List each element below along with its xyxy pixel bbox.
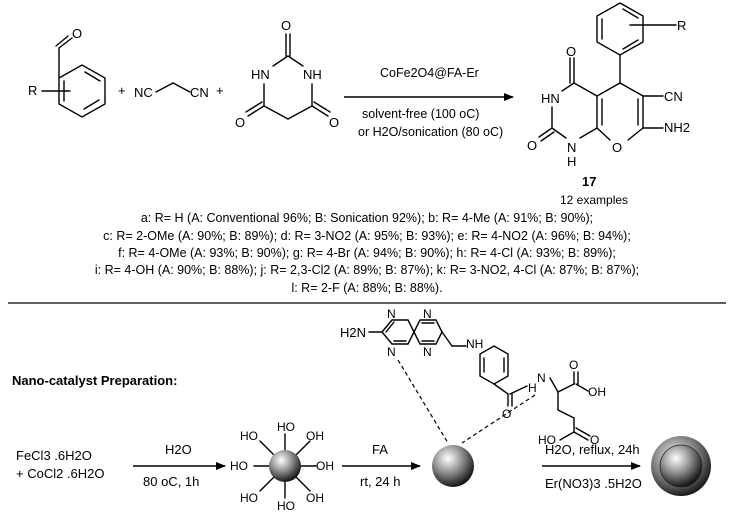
benzaldehyde-structure: O R (28, 26, 106, 118)
atom-H2N-folic: H2N (340, 325, 366, 340)
atom-O-C4: O (566, 44, 576, 59)
atom-CN-product: CN (664, 89, 683, 104)
oh-top: HO (277, 420, 295, 434)
product-number: 17 (582, 174, 596, 189)
barbituric-acid-structure: O HN NH O O (235, 18, 339, 130)
step3-above: H2O, reflux, 24h (545, 442, 640, 457)
atom-O-amide: O (502, 407, 511, 421)
preparation-title: Nano-catalyst Preparation: (12, 373, 177, 388)
oh-bottom: HO (277, 499, 295, 513)
atom-O-pyran: O (612, 140, 622, 155)
catalyst-label: CoFe2O4@FA-Er (380, 66, 479, 80)
atom-O-right: O (329, 115, 339, 130)
substituent-line-c-e: c: R= 2-OMe (A: 90%; B: 89%); d: R= 3-NO… (103, 229, 631, 243)
oh-upper-left: HO (240, 429, 258, 443)
substituent-list: a: R= H (A: Conventional 96%; B: Sonicat… (95, 211, 639, 295)
oh-left: HO (230, 459, 248, 473)
malononitrile-structure: NC CN (134, 82, 209, 100)
atom-O-left: O (235, 115, 245, 130)
atom-H-product: H (567, 154, 576, 169)
step1-above: H2O (165, 442, 192, 457)
product-17-structure: R O CN NH2 O HN O N H (527, 2, 690, 169)
atom-O-aldehyde: O (72, 26, 82, 41)
hydroxylated-nanoparticle: HO HO OH HO OH HO OH HO (230, 420, 334, 513)
substituent-line-i-k: i: R= 4-OH (A: 90%; B: 88%); j: R= 2,3-C… (95, 263, 639, 277)
oh-upper-right: OH (306, 429, 324, 443)
atom-N-pteridine-3: N (423, 307, 432, 321)
substituent-line-l: l: R= 2-F (A: 88%; B: 88%). (291, 281, 442, 295)
atom-N-pteridine-2: N (387, 345, 396, 359)
atom-H-amide: H (528, 381, 537, 395)
atom-NH-barbituric: NH (303, 67, 322, 82)
atom-N-amide: N (537, 371, 546, 385)
atom-OH-acid-1: OH (588, 385, 606, 399)
atom-O-top: O (281, 18, 291, 33)
nanoparticle-core-1 (269, 450, 301, 482)
atom-HN-barbituric: HN (251, 67, 270, 82)
atom-N-pteridine-1: N (387, 307, 396, 321)
substituent-line-a-b: a: R= H (A: Conventional 96%; B: Sonicat… (141, 211, 593, 225)
folic-acid-structure: H2N N N N N NH O H N O OH (340, 307, 606, 447)
oh-lower-left: HO (240, 491, 258, 505)
atom-N-product: N (567, 140, 576, 155)
atom-O-acid-1: O (569, 358, 578, 372)
atom-O-acid-2: O (590, 433, 599, 447)
atom-NH-folic: NH (466, 337, 483, 351)
oh-right: OH (316, 459, 334, 473)
reagent-cocl2: + CoCl2 .6H2O (16, 466, 105, 481)
atom-NC: NC (134, 85, 153, 100)
substituent-line-f-h: f: R= 4-OMe (A: 93%; B: 90%); g: R= 4-Br… (118, 246, 616, 260)
atom-HO-acid-2: HO (538, 433, 556, 447)
condition-b: or H2O/sonication (80 oC) (358, 125, 503, 139)
step3-below: Er(NO3)3 .5H2O (545, 476, 642, 491)
step1-below: 80 oC, 1h (143, 474, 199, 489)
plus-2: + (216, 83, 224, 98)
atom-NH2-product: NH2 (664, 120, 690, 135)
atom-HN-product: HN (541, 91, 560, 106)
dashed-connector-left (397, 359, 449, 444)
condition-a: solvent-free (100 oC) (362, 107, 479, 121)
atom-CN-malononitrile: CN (190, 85, 209, 100)
atom-O-C2: O (527, 138, 537, 153)
step2-below: rt, 24 h (360, 474, 400, 489)
plus-1: + (118, 83, 126, 98)
dashed-connector-right (461, 394, 536, 444)
nanoparticle-core-2 (659, 444, 703, 488)
oh-lower-right: OH (306, 491, 324, 505)
reagent-fecl3: FeCl3 .6H2O (16, 448, 92, 463)
er-coated-nanoparticle (651, 436, 711, 496)
fa-coated-nanoparticle (432, 445, 474, 487)
atom-R-benzaldehyde: R (28, 83, 37, 98)
step2-above: FA (372, 442, 388, 457)
examples-count: 12 examples (560, 193, 628, 207)
atom-N-pteridine-4: N (423, 345, 432, 359)
atom-R-product: R (677, 18, 686, 33)
